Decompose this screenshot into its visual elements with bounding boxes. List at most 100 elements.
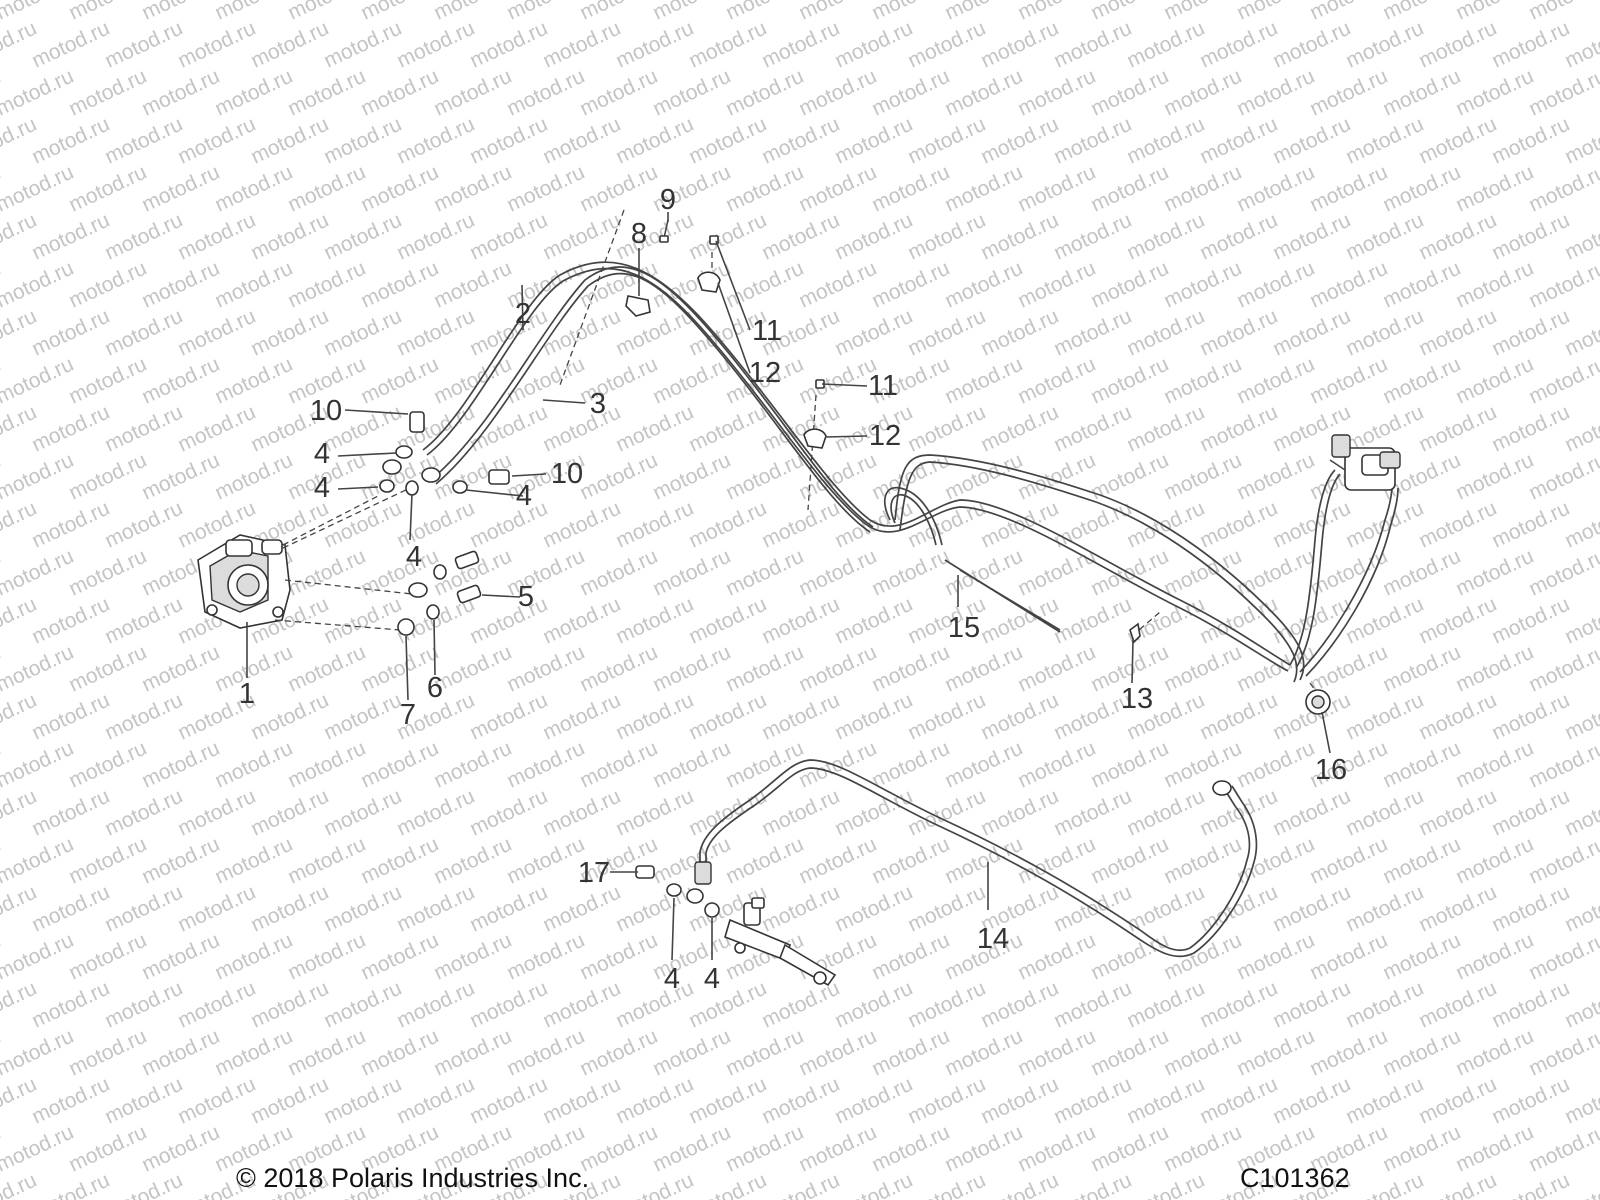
watermark-text: motod.ru bbox=[430, 257, 515, 313]
watermark-text: motod.ru bbox=[138, 65, 223, 121]
watermark-text: motod.ru bbox=[320, 209, 405, 265]
watermark-text: motod.ru bbox=[1269, 881, 1354, 937]
watermark-text: motod.ru bbox=[138, 449, 223, 505]
watermark-text: motod.ru bbox=[138, 1121, 223, 1177]
watermark-text: motod.ru bbox=[65, 161, 150, 217]
watermark-text: motod.ru bbox=[1050, 209, 1135, 265]
watermark-text: motod.ru bbox=[1488, 401, 1573, 457]
watermark-text: motod.ru bbox=[430, 161, 515, 217]
watermark-text: motod.ru bbox=[1196, 209, 1281, 265]
watermark-text: motod.ru bbox=[320, 689, 405, 745]
watermark-text: motod.ru bbox=[0, 833, 77, 889]
watermark-text: motod.ru bbox=[1379, 833, 1464, 889]
watermark-text: motod.ru bbox=[831, 209, 916, 265]
copyright-text: © 2018 Polaris Industries Inc. bbox=[236, 1163, 590, 1193]
watermark-text: motod.ru bbox=[211, 929, 296, 985]
watermark-text: motod.ru bbox=[1196, 113, 1281, 169]
watermark-text: motod.ru bbox=[211, 65, 296, 121]
watermark-text: motod.ru bbox=[612, 209, 697, 265]
watermark-text: motod.ru bbox=[1196, 497, 1281, 553]
watermark-text: motod.ru bbox=[941, 353, 1026, 409]
watermark-text: motod.ru bbox=[868, 65, 953, 121]
watermark-text: motod.ru bbox=[1342, 689, 1427, 745]
watermark-text: motod.ru bbox=[0, 1121, 77, 1177]
watermark-text: motod.ru bbox=[1233, 737, 1318, 793]
watermark-text: motod.ru bbox=[466, 209, 551, 265]
watermark-text: motod.ru bbox=[1452, 1121, 1537, 1177]
watermark-text: motod.ru bbox=[612, 785, 697, 841]
watermark-text: motod.ru bbox=[466, 689, 551, 745]
watermark-text: motod.ru bbox=[0, 1025, 77, 1081]
watermark-text: motod.ru bbox=[941, 65, 1026, 121]
watermark-text: motod.ru bbox=[1160, 1025, 1245, 1081]
watermark-text: motod.ru bbox=[138, 353, 223, 409]
watermark-text: motod.ru bbox=[1452, 449, 1537, 505]
watermark-text: motod.ru bbox=[977, 209, 1062, 265]
watermark-text: motod.ru bbox=[174, 977, 259, 1033]
watermark-text: motod.ru bbox=[1379, 929, 1464, 985]
watermark-text: motod.ru bbox=[1196, 689, 1281, 745]
watermark-text: motod.ru bbox=[101, 1073, 186, 1129]
watermark-text: motod.ru bbox=[174, 881, 259, 937]
watermark-text: motod.ru bbox=[904, 305, 989, 361]
watermark-text: motod.ru bbox=[101, 1169, 186, 1200]
watermark-text: motod.ru bbox=[101, 209, 186, 265]
watermark-text: motod.ru bbox=[284, 161, 369, 217]
watermark-text: motod.ru bbox=[904, 1073, 989, 1129]
watermark-text: motod.ru bbox=[503, 1025, 588, 1081]
watermark-text: motod.ru bbox=[539, 689, 624, 745]
watermark-text: motod.ru bbox=[1379, 353, 1464, 409]
brake-line-2 bbox=[422, 261, 1291, 672]
watermark-text: motod.ru bbox=[1123, 401, 1208, 457]
watermark-text: motod.ru bbox=[685, 209, 770, 265]
watermark-text: motod.ru bbox=[65, 545, 150, 601]
watermark-text: motod.ru bbox=[1415, 17, 1500, 73]
watermark-text: motod.ru bbox=[393, 305, 478, 361]
watermark-text: motod.ru bbox=[65, 449, 150, 505]
watermark-text: motod.ru bbox=[722, 641, 807, 697]
watermark-text: motod.ru bbox=[1415, 689, 1500, 745]
watermark-text: motod.ru bbox=[320, 1073, 405, 1129]
watermark-text: motod.ru bbox=[1196, 977, 1281, 1033]
watermark-text: motod.ru bbox=[174, 401, 259, 457]
callout-14: 14 bbox=[977, 923, 1009, 955]
master-cylinder-assembly bbox=[635, 865, 837, 987]
watermark-text: motod.ru bbox=[1233, 449, 1318, 505]
watermark-text: motod.ru bbox=[247, 1073, 332, 1129]
watermark-text: motod.ru bbox=[612, 689, 697, 745]
watermark-text: motod.ru bbox=[1415, 881, 1500, 937]
watermark-text: motod.ru bbox=[758, 113, 843, 169]
watermark-text: motod.ru bbox=[868, 1121, 953, 1177]
watermark-text: motod.ru bbox=[28, 113, 113, 169]
watermark-text: motod.ru bbox=[1269, 17, 1354, 73]
watermark-text: motod.ru bbox=[211, 161, 296, 217]
watermark-text: motod.ru bbox=[1160, 353, 1245, 409]
watermark-text: motod.ru bbox=[1306, 257, 1391, 313]
watermark-text: motod.ru bbox=[1196, 401, 1281, 457]
watermark-text: motod.ru bbox=[211, 257, 296, 313]
watermark-text: motod.ru bbox=[685, 593, 770, 649]
watermark-text: motod.ru bbox=[138, 161, 223, 217]
watermark-text: motod.ru bbox=[758, 593, 843, 649]
watermark-text: motod.ru bbox=[1123, 17, 1208, 73]
watermark-text: motod.ru bbox=[1087, 353, 1172, 409]
watermark-text: motod.ru bbox=[1123, 209, 1208, 265]
watermark-text: motod.ru bbox=[0, 737, 77, 793]
watermark-text: motod.ru bbox=[1233, 65, 1318, 121]
watermark-text: motod.ru bbox=[1379, 641, 1464, 697]
watermark-text: motod.ru bbox=[1415, 401, 1500, 457]
watermark-text: motod.ru bbox=[65, 641, 150, 697]
watermark-text: motod.ru bbox=[977, 785, 1062, 841]
watermark-text: motod.ru bbox=[503, 737, 588, 793]
watermark-text: motod.ru bbox=[539, 209, 624, 265]
watermark-text: motod.ru bbox=[430, 641, 515, 697]
watermark-text: motod.ru bbox=[649, 737, 734, 793]
watermark-text: motod.ru bbox=[1488, 593, 1573, 649]
watermark-text: motod.ru bbox=[430, 929, 515, 985]
watermark-text: motod.ru bbox=[284, 65, 369, 121]
watermark-text: motod.ru bbox=[977, 1169, 1062, 1200]
watermark-text: motod.ru bbox=[284, 641, 369, 697]
watermark-text: motod.ru bbox=[1379, 545, 1464, 601]
watermark-text: motod.ru bbox=[1415, 593, 1500, 649]
